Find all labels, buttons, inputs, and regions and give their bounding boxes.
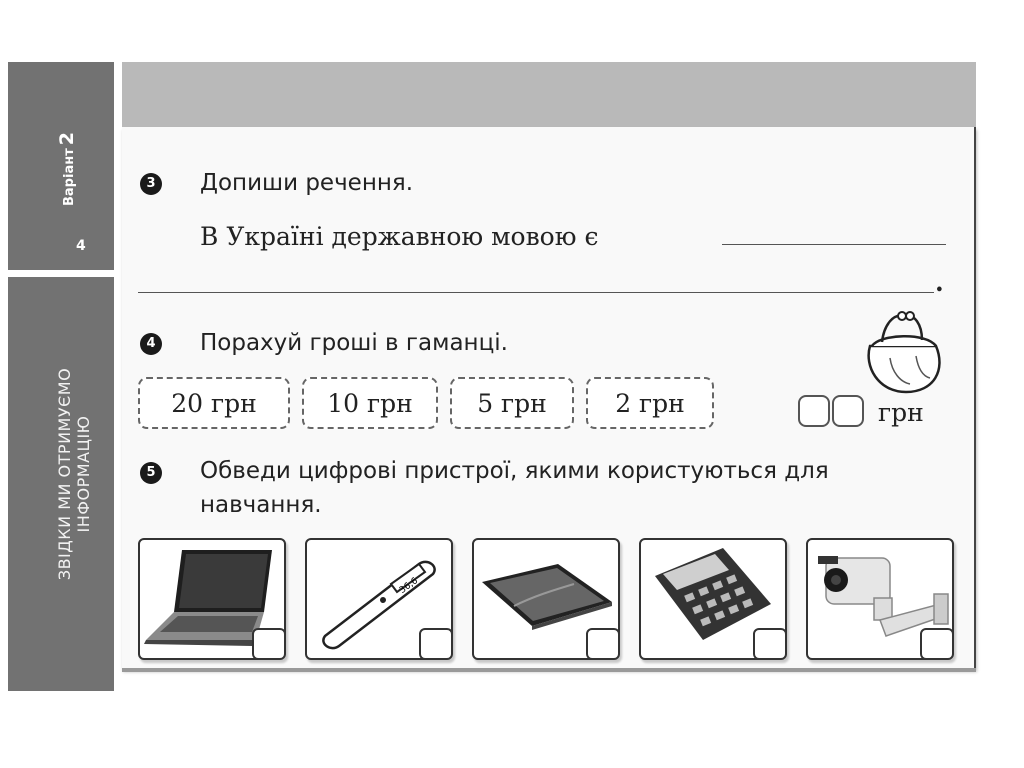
sidebar-variant-block [8,62,114,270]
checkbox-calculator[interactable] [753,628,785,658]
laptop-icon [144,550,272,646]
task4-number-bullet: 4 [140,333,162,355]
device-card-laptop [138,538,286,660]
coin-card-10: 10 грн [302,377,438,429]
task3-number-bullet: 3 [140,173,162,195]
task5-instruction-line1: Обведи цифрові пристрої, якими користуют… [200,458,829,484]
checkbox-thermometer[interactable] [419,628,451,658]
coin-label-20: 20 грн [171,388,257,418]
page-number: 4 [76,238,86,254]
section-title-line1: ЗВІДКИ МИ ОТРИМУЄМО [55,367,74,581]
task4-instruction: Порахуй гроші в гаманці. [200,330,508,356]
security-camera-icon [818,556,949,637]
thermometer-icon: 36,6 [322,560,436,650]
panel-bottom-edge [122,668,976,672]
task3-sentence: В Україні державною мовою є [200,222,599,251]
sidebar-section-block [8,277,114,691]
purse-icon [867,311,941,394]
answer-digit-box-2[interactable] [832,395,864,427]
calculator-icon [655,548,771,640]
task3-answer-line-1[interactable] [722,244,946,245]
checkbox-laptop[interactable] [252,628,284,658]
device-card-calculator [639,538,787,660]
coin-label-5: 5 грн [477,388,547,418]
coin-card-2: 2 грн [586,377,714,429]
device-card-security-camera [806,538,954,660]
task3-answer-line-2[interactable] [138,292,934,293]
header-band [122,62,976,127]
coin-card-5: 5 грн [450,377,574,429]
variant-label: Варіант 2 [56,132,78,206]
section-title-line2: ІНФОРМАЦІЮ [74,415,93,533]
section-title: ЗВІДКИ МИ ОТРИМУЄМО ІНФОРМАЦІЮ [55,324,93,624]
variant-number: 2 [56,132,78,146]
coin-label-2: 2 грн [615,388,685,418]
answer-unit: грн [878,398,924,427]
device-card-thermometer: 36,6 [305,538,453,660]
answer-digit-box-1[interactable] [798,395,830,427]
tablet-icon [482,564,612,630]
device-card-tablet [472,538,620,660]
variant-text: Варіант [62,148,77,206]
coin-card-20: 20 грн [138,377,290,429]
task5-number-bullet: 5 [140,462,162,484]
task5-instruction-line2: навчання. [200,492,322,518]
task3-instruction: Допиши речення. [200,170,414,196]
checkbox-security-camera[interactable] [920,628,952,658]
coin-label-10: 10 грн [327,388,413,418]
task3-end-mark: . [935,268,944,297]
checkbox-tablet[interactable] [586,628,618,658]
